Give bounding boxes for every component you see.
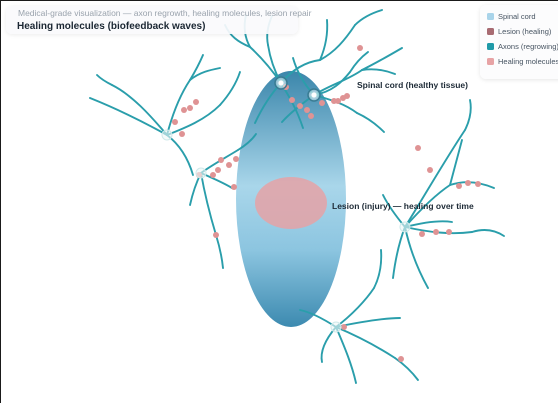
healing-molecule <box>341 324 347 330</box>
healing-molecule <box>475 181 481 187</box>
axon-origin-node <box>400 222 410 232</box>
axon-origin-node <box>196 168 206 178</box>
axon-branch <box>405 130 465 227</box>
healing-molecule <box>465 180 471 186</box>
healing-molecule <box>181 107 187 113</box>
healing-molecule <box>357 45 363 51</box>
healing-molecule <box>446 229 452 235</box>
axon-branch <box>383 195 405 227</box>
axon-origin-node <box>162 130 172 140</box>
healing-molecule <box>289 97 295 103</box>
healing-molecule <box>297 103 303 109</box>
legend-swatch-healing-molecules <box>487 58 494 65</box>
axon-branch <box>395 358 418 380</box>
axon-branch <box>393 227 405 278</box>
healing-molecule <box>218 157 224 163</box>
axon-branch <box>220 72 240 105</box>
healing-molecule <box>304 107 310 113</box>
axon-branch <box>472 230 504 236</box>
legend-swatch-spinal-cord <box>487 13 494 20</box>
axon-origin-node <box>312 93 317 98</box>
axon-origin-node <box>331 322 341 332</box>
lesion-annotation: Lesion (injury) — healing over time <box>332 201 474 211</box>
healing-molecule <box>308 113 314 119</box>
healing-molecule <box>335 98 341 104</box>
healing-molecule <box>233 156 239 162</box>
legend-item-spinal-cord: Spinal cord <box>487 10 536 22</box>
axon-branch <box>357 113 384 132</box>
healing-molecule <box>231 184 237 190</box>
axon-branch <box>216 235 223 268</box>
axon-branch <box>450 140 462 185</box>
legend-swatch-axons <box>487 43 494 50</box>
healing-molecule <box>398 356 404 362</box>
axon-branch <box>355 10 382 25</box>
page-subtitle: Medical-grade visualization — axon regro… <box>18 8 311 18</box>
axon-branch <box>250 47 281 83</box>
axon-branch <box>465 100 471 130</box>
legend-item-lesion: Lesion (healing) <box>487 25 551 37</box>
axon-branch <box>336 327 395 358</box>
healing-molecule <box>456 183 462 189</box>
legend-label: Axons (regrowing) <box>498 42 558 51</box>
legend: Spinal cord Lesion (healing) Axons (regr… <box>480 5 558 79</box>
axon-branch <box>405 221 452 227</box>
healing-molecule <box>210 172 216 178</box>
legend-item-axons: Axons (regrowing) <box>487 40 558 52</box>
legend-label: Spinal cord <box>498 12 536 21</box>
healing-molecule <box>215 167 221 173</box>
healing-molecule <box>415 145 421 151</box>
healing-molecule <box>213 232 219 238</box>
healing-molecule <box>226 162 232 168</box>
healing-molecule <box>193 99 199 105</box>
lesion <box>255 177 327 229</box>
spinal-cord-layer <box>236 71 346 327</box>
axon-branch <box>97 75 112 85</box>
axon-branch <box>167 135 193 175</box>
healing-molecule <box>187 105 193 111</box>
healing-molecule <box>433 229 439 235</box>
legend-label: Healing molecules <box>498 57 558 66</box>
healing-molecule <box>172 119 178 125</box>
axon-branch <box>405 227 428 288</box>
axon-origin-node <box>279 81 284 86</box>
axon-branch <box>322 327 336 362</box>
healing-molecule <box>427 167 433 173</box>
page-title: Healing molecules (biofeedback waves) <box>17 21 205 32</box>
axon-branch <box>374 250 381 288</box>
healing-molecule <box>344 93 350 99</box>
healing-molecule <box>419 231 425 237</box>
legend-label: Lesion (healing) <box>498 27 551 36</box>
axon-branch <box>314 70 362 95</box>
healing-molecule <box>319 100 325 106</box>
legend-swatch-lesion <box>487 28 494 35</box>
axon-branch <box>201 173 216 235</box>
axon-branch <box>90 98 167 135</box>
axon-branch <box>112 85 167 135</box>
spinal-cord-annotation: Spinal cord (healthy tissue) <box>357 80 468 90</box>
legend-item-healing-molecules: Healing molecules <box>487 55 558 67</box>
healing-molecule <box>179 131 185 137</box>
axon-branch <box>320 20 327 60</box>
axon-branch <box>362 69 395 74</box>
